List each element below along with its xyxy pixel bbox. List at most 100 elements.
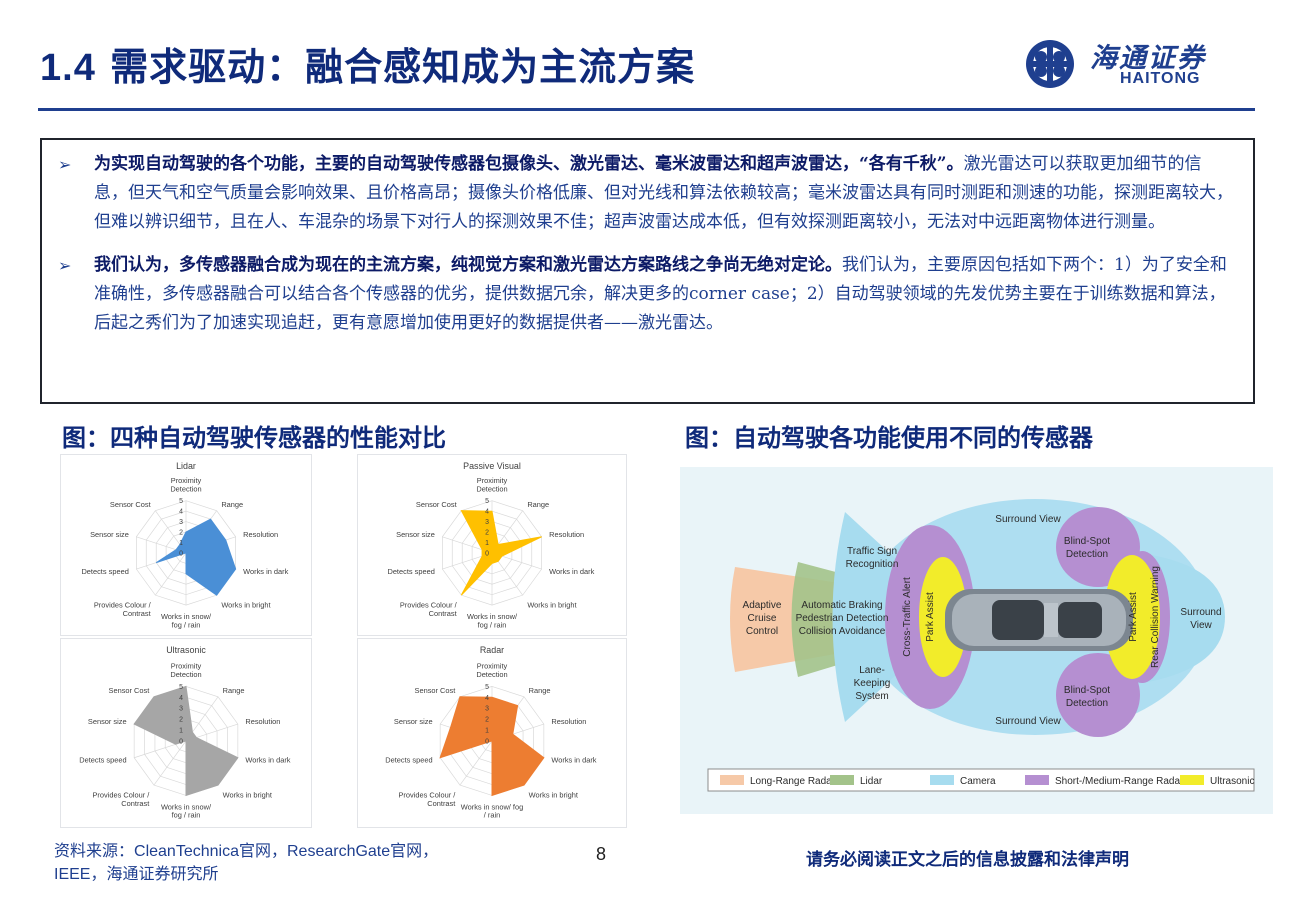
- legend-swatch: [1180, 775, 1204, 785]
- radar-axis-label: Proximity: [477, 476, 508, 485]
- radar-spoke: [153, 740, 187, 786]
- title-text: 需求驱动：融合感知成为主流方案: [110, 45, 696, 89]
- legend-swatch: [720, 775, 744, 785]
- radar-axis-label: / rain: [484, 811, 500, 820]
- summary-bullet-1: ➢ 为实现自动驾驶的各个功能，主要的自动驾驶传感器包摄像头、激光雷达、毫米波雷达…: [58, 150, 1235, 237]
- radar-tick-label: 5: [179, 684, 183, 691]
- radar-tick-label: 4: [485, 695, 489, 702]
- radar-axis-label: Contrast: [429, 609, 457, 618]
- source-note: 资料来源：CleanTechnica官网，ResearchGate官网，IEEE…: [54, 840, 574, 886]
- header-divider: [38, 108, 1255, 111]
- radar-axis-label: fog / rain: [172, 620, 201, 629]
- summary-bullet-2: ➢ 我们认为，多传感器融合成为现在的主流方案，纯视觉方案和激光雷达方案路线之争尚…: [58, 251, 1235, 338]
- radar-axis-label: Sensor Cost: [109, 686, 150, 695]
- radar-svg: Ultrasonic012345ProximityDetectionRangeR…: [79, 645, 291, 820]
- radar-axis-label: Sensor Cost: [416, 500, 457, 509]
- radar-axis-label: Detection: [170, 484, 201, 493]
- radar-axis-label: Works in bright: [221, 600, 270, 609]
- radar-tick-label: 3: [179, 519, 183, 526]
- radar-axis-label: Detects speed: [387, 567, 434, 576]
- ultrasonic-front-zone: [919, 557, 967, 677]
- haitong-emblem-icon: [1026, 40, 1074, 88]
- radar-tick-label: 1: [485, 540, 489, 547]
- section-number: 1.4: [40, 47, 96, 89]
- label-aeb-3: Collision Avoidance: [799, 626, 886, 637]
- radar-axis-label: Works in dark: [245, 756, 290, 765]
- radar-axis-label: Detection: [476, 670, 507, 679]
- radar-axis-label: Detects speed: [79, 756, 126, 765]
- radar-axis-label: fog / rain: [478, 620, 507, 629]
- label-blind-spot-top-1: Blind-Spot: [1064, 536, 1110, 547]
- label-acc-2: Cruise: [748, 613, 777, 624]
- haitong-logo: 海通证券 HAITONG: [1020, 34, 1260, 94]
- logo-chinese-name: 海通证券: [1090, 43, 1206, 74]
- radar-axis-label: Proximity: [477, 662, 508, 671]
- label-lane-1: Lane-: [859, 665, 885, 676]
- radar-tick-label: 2: [485, 530, 489, 537]
- radar-spoke: [155, 552, 187, 596]
- radar-axis-label: Provides Colour /: [398, 790, 456, 799]
- source-haitong: ，海通证券研究所: [90, 864, 219, 883]
- label-lane-2: Keeping: [854, 678, 891, 689]
- radar-axis-label: Works in bright: [527, 600, 576, 609]
- radar-axis-label: Detects speed: [81, 567, 128, 576]
- label-surround-view-top: Surround View: [995, 514, 1061, 525]
- radar-tick-label: 2: [179, 717, 183, 724]
- radar-axis-label: Works in dark: [551, 756, 596, 765]
- legend-label: Short-/Medium-Range Radar: [1055, 776, 1184, 787]
- source-ieee: IEEE: [54, 866, 91, 883]
- radar-axis-label: Sensor size: [394, 717, 433, 726]
- radar-tick-label: 3: [179, 706, 183, 713]
- radar-axis-label: Works in bright: [529, 790, 578, 799]
- radar-axis-label: Sensor size: [396, 530, 435, 539]
- logo-english-name: HAITONG: [1120, 70, 1201, 87]
- radar-series-area: [133, 685, 239, 797]
- radar-axis-label: Sensor Cost: [110, 500, 151, 509]
- radar-axis-label: Sensor size: [88, 717, 127, 726]
- radar-title: Lidar: [176, 461, 196, 471]
- radar-axis-label: Works in snow/: [161, 612, 212, 621]
- label-surround-right-2: View: [1190, 620, 1212, 631]
- camera-front-zone: [832, 512, 935, 722]
- radar-spoke: [459, 740, 493, 786]
- radar-tick-label: 3: [485, 519, 489, 526]
- label-aeb-1: Automatic Braking: [801, 600, 882, 611]
- radar-tick-label: 0: [485, 738, 489, 745]
- radar-axis-label: Works in snow/ fog: [461, 802, 523, 811]
- radar-axis-label: Provides Colour /: [92, 790, 150, 799]
- radar-tick-label: 5: [179, 498, 183, 505]
- radar-tick-label: 3: [485, 706, 489, 713]
- radar-axis-label: Works in dark: [243, 567, 288, 576]
- radar-tick-label: 1: [179, 540, 183, 547]
- bullet-2-body: 我们认为，主要原因包括如下两个：1）为了安全和准确性，多传感器融合可以结合各个传…: [94, 255, 1227, 333]
- page-title: 1.4 需求驱动：融合感知成为主流方案: [40, 36, 695, 91]
- radar-tick-label: 5: [485, 498, 489, 505]
- label-traffic-sign-2: Recognition: [846, 559, 899, 570]
- label-traffic-sign-1: Traffic Sign: [847, 546, 897, 557]
- radar-axis-label: Works in dark: [549, 567, 594, 576]
- label-cross-traffic: Cross-Traffic Alert: [902, 577, 913, 657]
- radar-axis-label: Resolution: [551, 717, 586, 726]
- radar-axis-label: Detection: [170, 670, 201, 679]
- radar-axis-label: Sensor size: [90, 530, 129, 539]
- legend-label: Lidar: [860, 776, 883, 787]
- label-blind-spot-bottom-1: Blind-Spot: [1064, 685, 1110, 696]
- radar-axis-label: fog / rain: [172, 811, 201, 820]
- radar-series-area: [439, 696, 545, 797]
- radar-axis-label: Range: [223, 686, 245, 695]
- bullet-arrow-icon: ➢: [58, 155, 72, 174]
- radar-axis-label: Range: [221, 500, 243, 509]
- label-blind-spot-top-2: Detection: [1066, 549, 1108, 560]
- legend-swatch: [830, 775, 854, 785]
- radar-tick-label: 2: [179, 530, 183, 537]
- label-acc-3: Control: [746, 626, 778, 637]
- legend-label: Ultrasonic: [1210, 776, 1254, 787]
- radar-title: Ultrasonic: [166, 645, 206, 655]
- summary-box: ➢ 为实现自动驾驶的各个功能，主要的自动驾驶传感器包摄像头、激光雷达、毫米波雷达…: [40, 138, 1255, 404]
- radar-tick-label: 0: [179, 550, 183, 557]
- radar-svg: Radar012345ProximityDetectionRangeResolu…: [385, 645, 597, 820]
- page-number: 8: [596, 844, 607, 864]
